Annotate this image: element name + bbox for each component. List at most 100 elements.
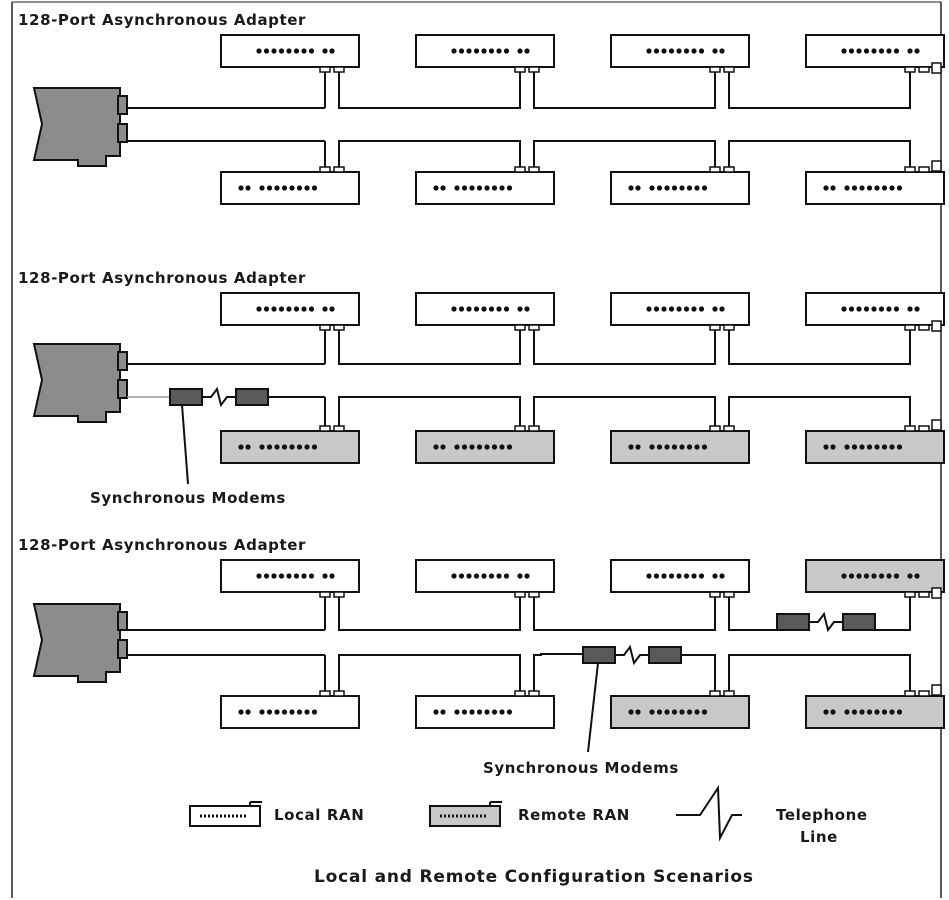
connector [514,690,526,697]
legend-local-ran-label: Local RAN [274,806,364,824]
port-dot [698,48,705,54]
cable [338,72,521,109]
cable [533,396,716,426]
port-dot [628,185,634,191]
modem [169,388,203,406]
cable [728,396,911,426]
port-dot [668,573,675,579]
port-dot [496,306,502,312]
port-dot [653,306,660,312]
port-dot [454,709,460,715]
port-dot [454,444,460,450]
port-dot [506,444,513,450]
port-dot [433,185,439,191]
port-dot [311,709,318,715]
port-dot [676,573,682,579]
connector [319,66,331,73]
modem [582,646,616,664]
port-dot [263,306,270,312]
port-dot [694,185,700,191]
port-dot [719,573,725,579]
connector [319,591,331,598]
port-dot [701,185,708,191]
connector [723,591,735,598]
adapter-card [32,87,121,167]
port-dot [646,573,652,579]
port-dot [304,709,310,715]
connector [723,425,735,432]
port-dot [266,185,273,191]
port-dot [301,573,307,579]
connector [918,166,930,173]
port-dot [238,185,244,191]
port-dot [668,306,675,312]
port-dot [628,444,634,450]
cable [533,140,716,167]
connector [709,591,721,598]
port-dot [491,709,498,715]
port-dot [293,48,300,54]
port-dot [311,185,318,191]
port-dot [259,444,265,450]
modem-pointer [181,404,189,485]
connector [333,324,345,331]
port-dot [496,573,502,579]
port-dot [691,48,697,54]
port-dot [719,48,725,54]
connector [918,324,930,331]
port-dot [473,573,480,579]
port-dot [296,709,303,715]
port-dot [488,573,495,579]
port-dot [881,709,888,715]
port-dot [874,444,880,450]
port-dot [676,48,682,54]
port-dot [289,185,295,191]
port-dot [823,444,829,450]
port-dot [649,709,655,715]
cable [533,72,716,109]
connector [514,324,526,331]
port-dot [907,48,913,54]
port-dot [311,444,318,450]
port-dot [859,709,865,715]
connector [514,166,526,173]
port-dot [481,573,487,579]
port-dot [686,444,693,450]
port-dot [301,306,307,312]
port-dot [488,306,495,312]
port-dot [506,185,513,191]
legend-telephone-label-2: Line [800,828,838,846]
port-dot [289,444,295,450]
port-dot [506,709,513,715]
connector [904,166,916,173]
port-dot [304,444,310,450]
connector [723,166,735,173]
local-ran-box [415,695,555,729]
port-dot [329,306,335,312]
connector [319,690,331,697]
port-dot [271,306,277,312]
port-dot [259,185,265,191]
port-dot [848,306,855,312]
connector [918,425,930,432]
connector [319,166,331,173]
port-dot [304,185,310,191]
port-dot [503,48,510,54]
port-dot [524,48,530,54]
port-dot [841,573,847,579]
port-dot [698,306,705,312]
port-dot [656,444,663,450]
port-dot [712,48,718,54]
port-dot [274,444,280,450]
cable [728,654,911,691]
port-dot [830,185,836,191]
port-dot [484,185,490,191]
port-dot [476,709,483,715]
port-dot [881,444,888,450]
cable [338,330,521,365]
port-dot [686,185,693,191]
port-dot [878,306,885,312]
port-dot [701,444,708,450]
connector [333,591,345,598]
connector [918,66,930,73]
